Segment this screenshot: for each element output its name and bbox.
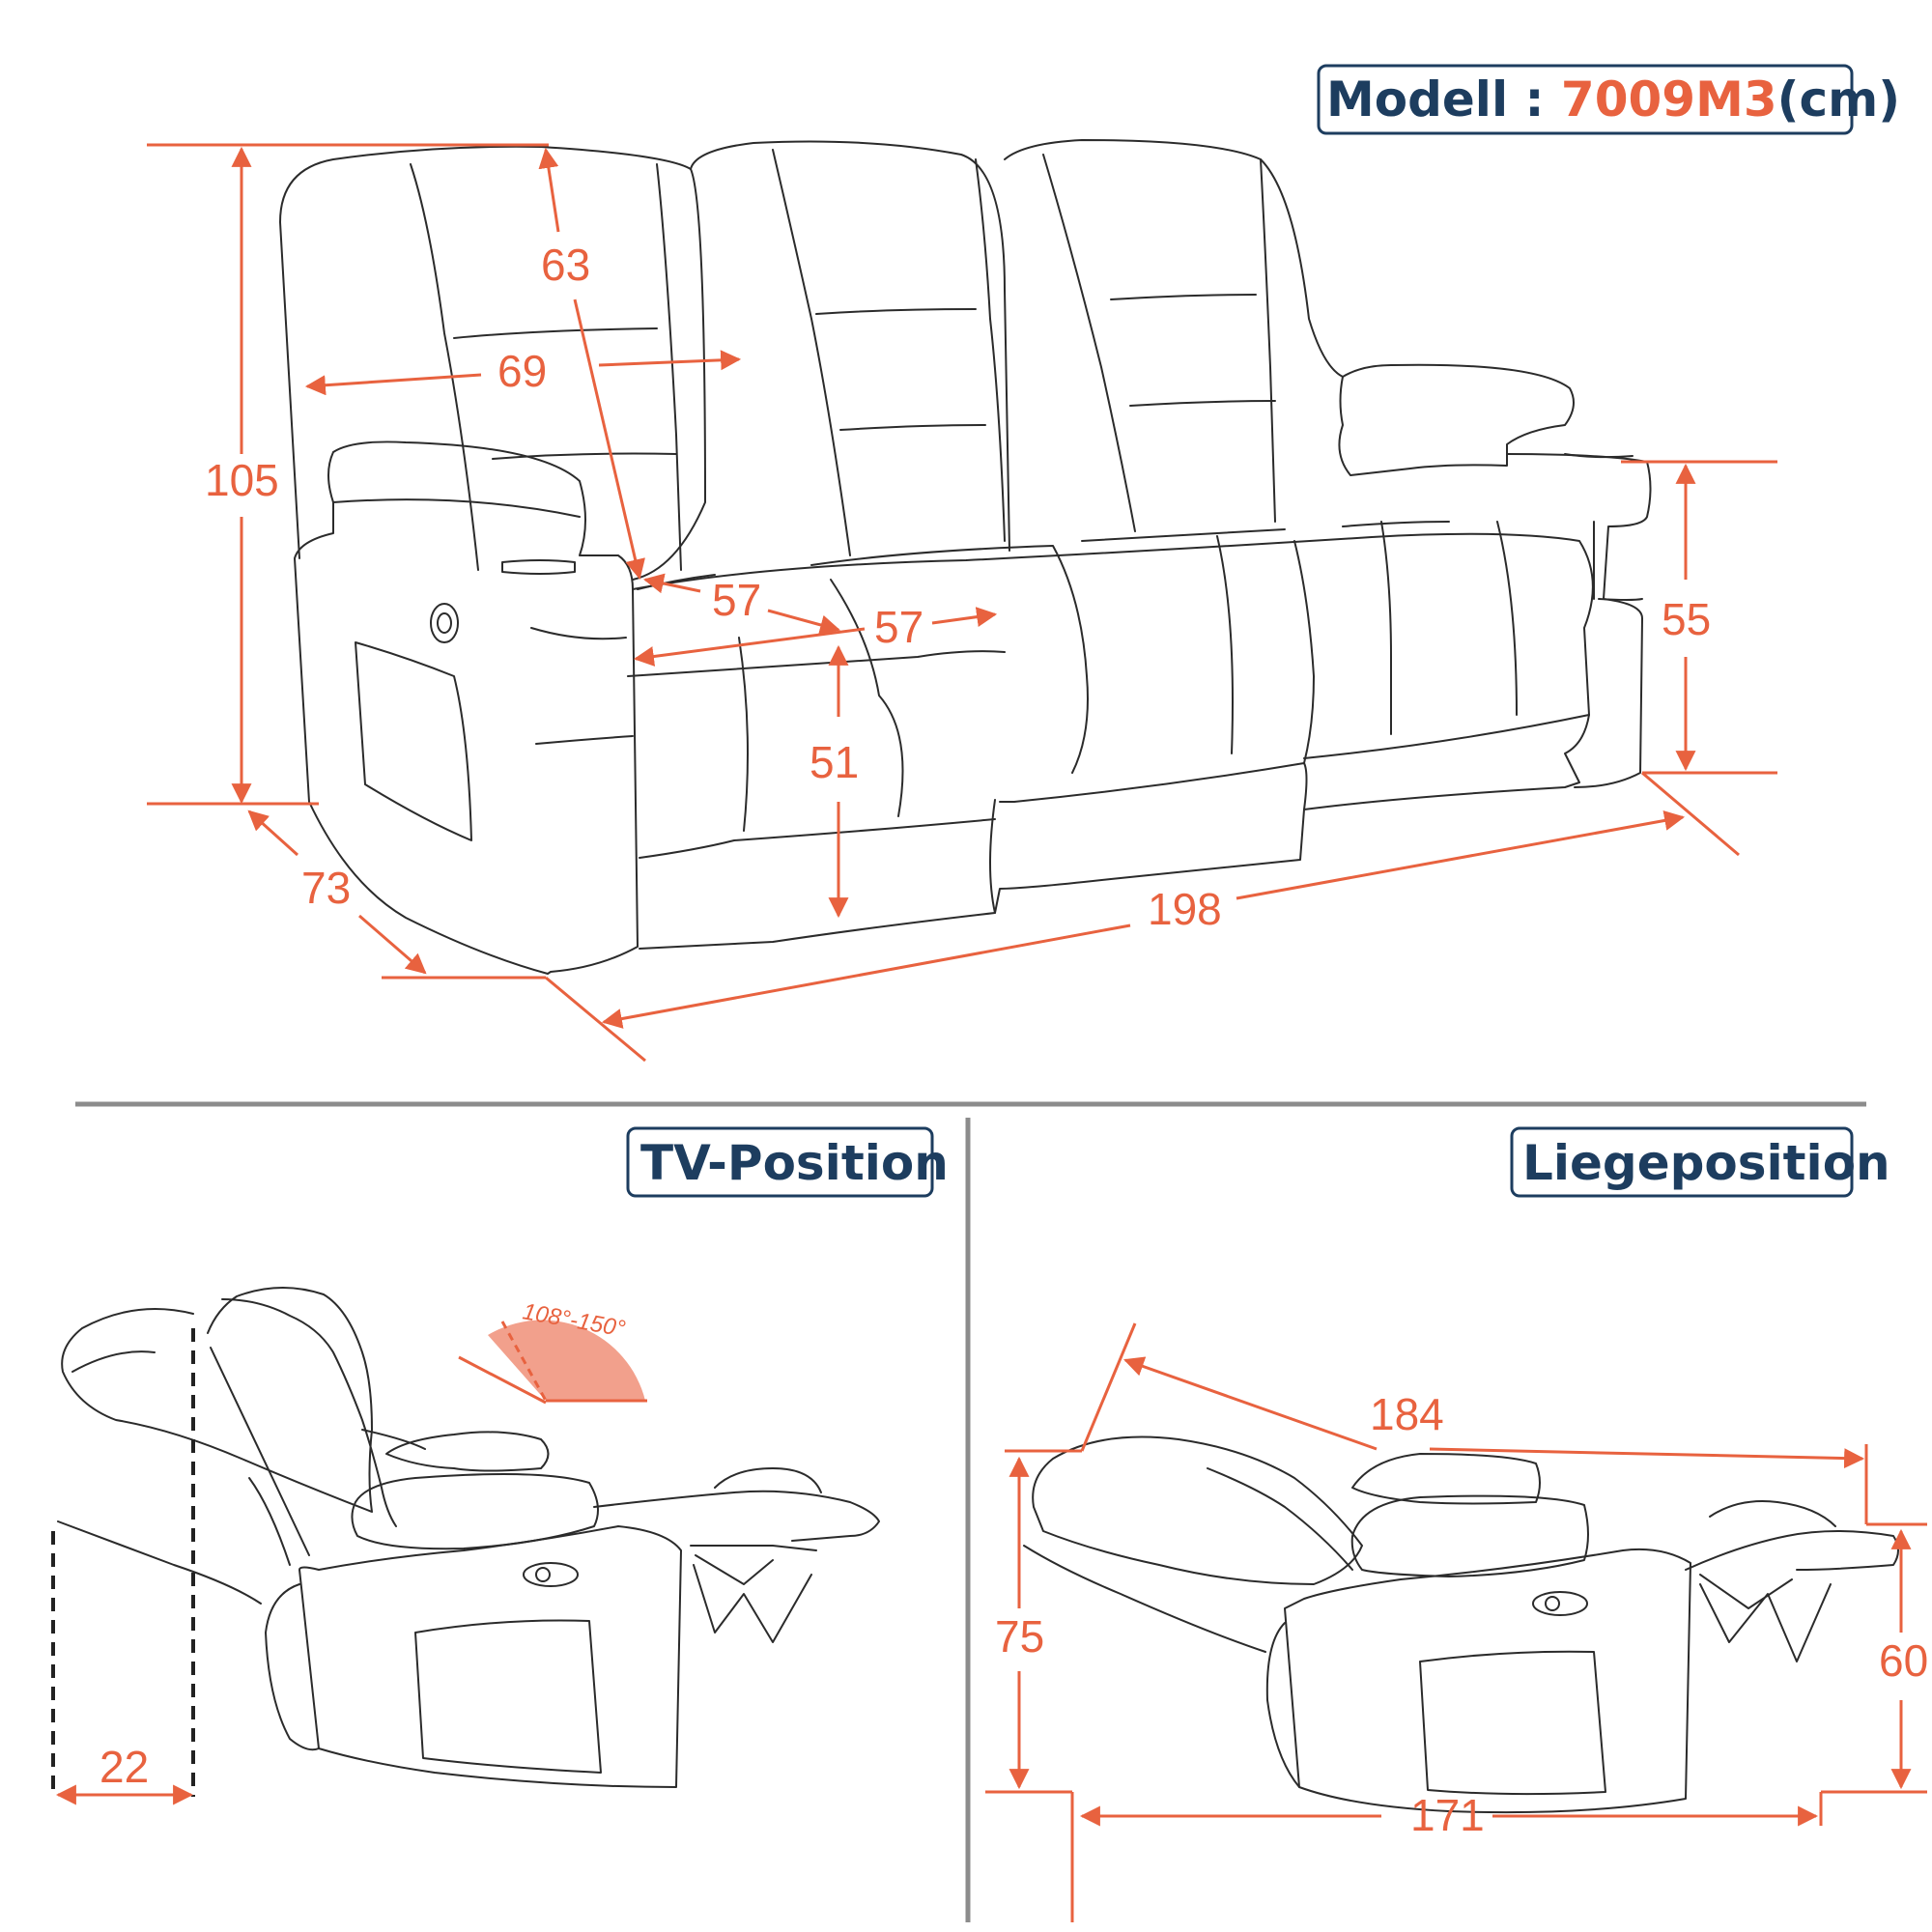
lie-position-title: Liegeposition: [1522, 1135, 1890, 1191]
backrest-height-label: 63: [541, 240, 590, 290]
wall-distance-label: 22: [99, 1742, 149, 1792]
footrest-height-label: 60: [1879, 1635, 1928, 1686]
model-badge: Modell : 7009M3(cm): [1317, 64, 1900, 135]
tv-position-title: TV-Position: [640, 1135, 949, 1191]
svg-text:Modell : 7009M3(cm): Modell : 7009M3(cm): [1326, 71, 1900, 128]
seat-width-1-label: 57: [712, 575, 761, 625]
model-label: Modell :: [1326, 71, 1561, 128]
lie-position-panel: Liegeposition 184 75 60: [985, 1126, 1928, 1922]
depth-label: 73: [301, 863, 351, 913]
floor-length-label: 171: [1410, 1790, 1485, 1840]
height-total-label: 105: [205, 455, 279, 505]
seat-width-2-label: 57: [874, 602, 923, 652]
sofa-illustration: [279, 139, 1652, 975]
tv-position-panel: TV-Position 108°-150° 22: [51, 1126, 949, 1805]
model-unit: (cm): [1777, 71, 1900, 128]
total-width-label: 198: [1148, 884, 1222, 934]
angle-wedge: [488, 1320, 645, 1401]
lie-length-label: 184: [1370, 1389, 1444, 1439]
front-dimensions: 105 63 69 57 57 51 55 73 198: [147, 143, 1777, 1063]
model-number: 7009M3: [1561, 71, 1777, 128]
back-width-label: 69: [497, 346, 547, 396]
back-height-label: 75: [995, 1611, 1044, 1662]
armrest-height-label: 55: [1662, 594, 1711, 644]
seat-height-label: 51: [810, 737, 859, 787]
